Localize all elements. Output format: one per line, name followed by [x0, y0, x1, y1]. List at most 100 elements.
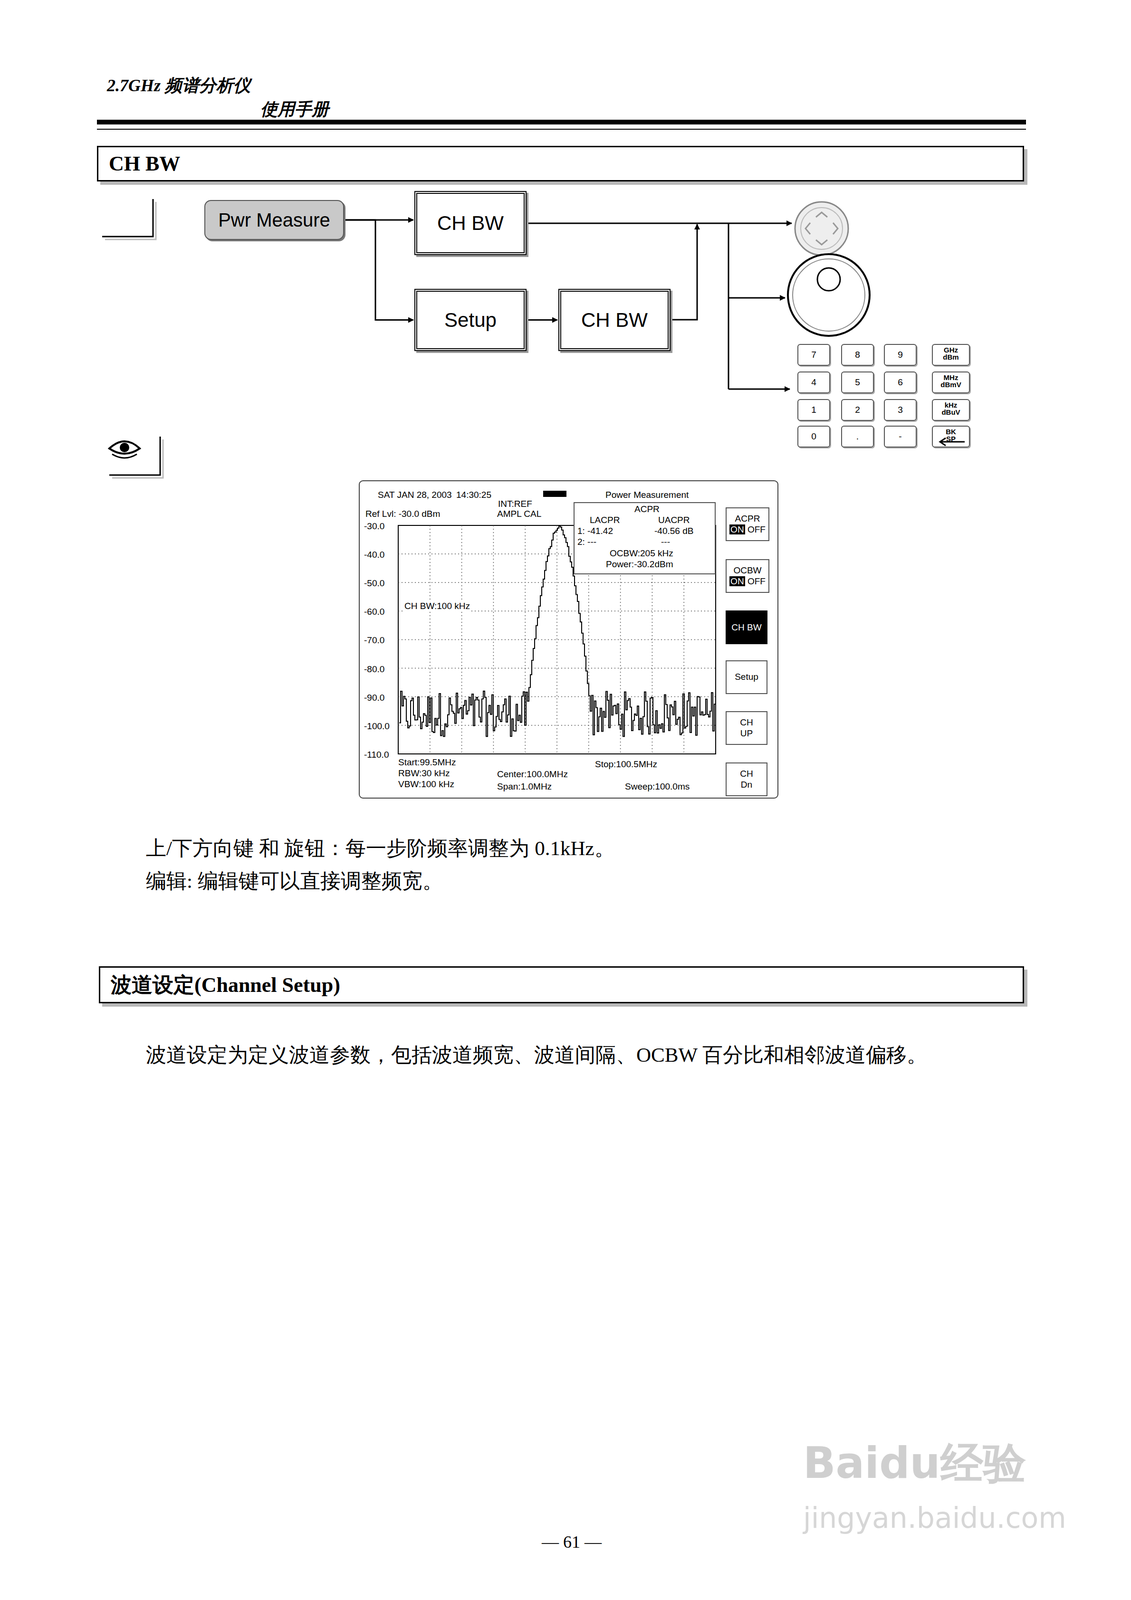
text-label: AMPL CAL [497, 508, 542, 520]
node-text: 2 [854, 404, 861, 416]
softkey-label: ACPR [735, 513, 761, 525]
screen-frame [359, 480, 778, 799]
node-text: 7 [811, 349, 817, 361]
readout-text: UACPR [658, 515, 691, 526]
node-text: Setup [444, 308, 497, 332]
node-text: CH Dn [739, 768, 753, 791]
node-text: - [898, 431, 902, 442]
text-label: -50.0 [364, 578, 385, 589]
acpr-readout-box: ACPR LACPR UACPR 1: -41.42 -40.56 dB 2: --- --… [573, 502, 716, 575]
number-key: . [841, 425, 874, 448]
display-eye-icon [109, 436, 163, 479]
text-label: RBW:30 kHz [398, 768, 450, 779]
node-text: 6 [897, 377, 903, 388]
text-label: -110.0 [364, 749, 389, 761]
softkey-box: CH BW [558, 288, 671, 352]
node-text: 0 [811, 431, 817, 442]
text-label: 14:30:25 [456, 489, 492, 501]
flow-lines [526, 223, 792, 390]
text-label: -90.0 [364, 692, 385, 704]
readout-text: --- [661, 536, 671, 548]
grid-line [398, 696, 716, 698]
node-text: CH BW [437, 211, 504, 235]
text-label: Start:99.5MHz [398, 757, 456, 768]
text-label: 2.7GHz 频谱分析仪 [106, 74, 251, 98]
screen-softkey: Setup [725, 660, 768, 695]
node-text: kHz dBuV [941, 401, 960, 416]
readout-text: -40.56 dB [654, 526, 694, 537]
softkey-label: OCBW [733, 565, 762, 577]
menu-key: Pwr Measure [204, 200, 345, 240]
text-label: INT:REF [498, 498, 533, 510]
node-text: Pwr Measure [218, 209, 331, 231]
section-band: 波道设定(Channel Setup) [98, 966, 1025, 1004]
number-key: 6 [883, 371, 917, 394]
on-state: ON [729, 524, 746, 535]
node-text: 1 [811, 404, 817, 416]
battery-icon [543, 490, 567, 498]
text-label: 使用手册 [260, 97, 329, 122]
text-label: -80.0 [364, 664, 385, 675]
plot-area [398, 525, 716, 755]
text-label: Stop:100.5MHz [594, 759, 658, 770]
node-text: 5 [854, 377, 861, 388]
text-label: Baidu经验 [803, 1435, 1026, 1494]
text-label: -70.0 [364, 635, 385, 646]
text-label: — 61 — [541, 1532, 602, 1553]
number-key: 5 [841, 371, 874, 394]
readout-text: 2: --- [577, 536, 597, 548]
node-text: 9 [897, 349, 903, 361]
text-label: Power Measurement [605, 489, 689, 501]
unit-key: GHz dBm [931, 344, 970, 366]
readout-text: ACPR [634, 504, 660, 515]
operation-icon [102, 199, 156, 240]
screen-softkey: CH UP [725, 711, 768, 746]
text-label: 上/下方向键 和 旋钮：每一步阶频率调整为 0.1kHz。 [145, 834, 615, 863]
node-text: CH BW [581, 308, 648, 332]
readout-text: Power:-30.2dBm [605, 559, 674, 570]
screen-softkey-selected: CH BW [725, 610, 768, 645]
readout-text: LACPR [589, 515, 620, 526]
screen-softkey: OCBWON OFF [725, 559, 770, 594]
number-key: 3 [883, 399, 917, 422]
readout-text: OCBW:205 kHz [609, 548, 674, 559]
off-state: OFF [747, 524, 766, 535]
readout-text: 1: -41.42 [577, 526, 614, 537]
softkey-box: Setup [414, 288, 527, 352]
number-key: 1 [797, 399, 831, 422]
grid-line [398, 582, 716, 584]
node-text: BK SP [945, 428, 957, 443]
text-label: 编辑: 编辑键可以直接调整频宽。 [145, 867, 443, 896]
node-text: 波道设定(Channel Setup) [110, 971, 341, 1000]
text-label: VBW:100 kHz [398, 779, 455, 790]
spectrum-trace [399, 526, 716, 737]
on-off-row: ON OFF [729, 576, 766, 588]
unit-key: MHz dBmV [931, 371, 970, 394]
on-off-row: ON OFF [729, 524, 766, 536]
text-label: -30.0 [364, 521, 385, 532]
node-text: 8 [854, 349, 861, 361]
text-label: Span:1.0MHz [497, 781, 552, 793]
node-text: 4 [811, 377, 817, 388]
text-label: SAT JAN 28, 2003 [377, 489, 452, 501]
grid-line [398, 668, 716, 670]
rotary-knob-icon [787, 254, 870, 336]
node-text: Setup [734, 671, 759, 683]
text-label: CH BW:100 kHz [403, 601, 471, 612]
screen-softkey: ACPRON OFF [725, 507, 770, 542]
node-text: . [856, 431, 859, 442]
text-label: -100.0 [364, 721, 390, 732]
number-key: 4 [797, 371, 831, 394]
number-key: 8 [841, 344, 874, 366]
number-key: 0 [797, 425, 831, 448]
unit-key: BK SP [931, 425, 970, 448]
grid-line [398, 639, 716, 641]
node-text: CH BW [108, 151, 181, 176]
text-label: Center:100.0MHz [497, 769, 568, 780]
node-text: CH BW [731, 622, 762, 633]
flow-arrow [344, 220, 414, 321]
header-rule [96, 119, 1026, 125]
arrow-keys-icon [795, 201, 849, 256]
